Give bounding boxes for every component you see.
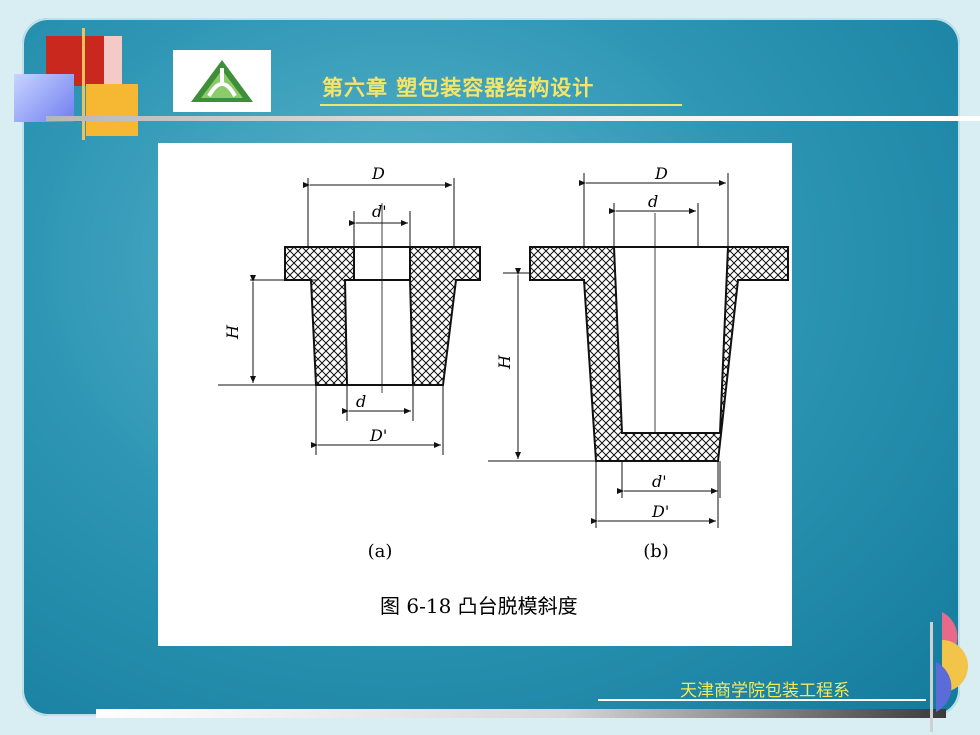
panel-a [284, 203, 481, 393]
footer-underline [598, 699, 926, 701]
decor-blue-square [14, 74, 74, 122]
panel-a-label: (a) [368, 541, 393, 562]
panel-b-label: (b) [643, 541, 669, 562]
decor-vertical-line [82, 28, 85, 140]
panel-a-dim-H: H [223, 324, 242, 340]
decor-yellow-square [86, 84, 138, 136]
logo [173, 50, 271, 112]
bottom-bar [96, 709, 946, 718]
decor-right-shapes [922, 612, 980, 716]
panel-b-dim-d: d [648, 192, 658, 211]
panel-b-dimensions [488, 173, 729, 528]
figure-caption: 图 6-18 凸台脱模斜度 [380, 594, 578, 618]
half-circle-decor-icon [936, 612, 968, 712]
panel-b-cup-wall [529, 246, 789, 462]
panel-b-dim-D: D [654, 164, 668, 183]
panel-a-dim-d: d [356, 392, 366, 411]
panel-b-dim-d-prime: d' [652, 472, 667, 491]
panel-a-right-wall [409, 246, 481, 386]
footer-department: 天津商学院包装工程系 [680, 681, 850, 701]
header-divider [46, 116, 980, 121]
panel-a-dimensions [218, 178, 455, 455]
panel-b [529, 213, 789, 462]
decor-right-vertical-line [930, 622, 933, 732]
panel-b-dim-H: H [495, 354, 514, 370]
draft-angle-diagram: D d' H d D' (a) D d H d' D' (b) 图 [218, 164, 789, 618]
panel-a-left-wall [284, 246, 355, 386]
panel-a-dim-d-prime: d' [372, 202, 387, 221]
panel-a-dim-D: D [371, 164, 385, 183]
panel-b-dim-D-prime: D' [651, 502, 669, 521]
panel-a-dim-D-prime: D' [369, 426, 387, 445]
decor-pink-square [104, 36, 122, 86]
triangle-logo-icon [191, 60, 253, 102]
title-underline [320, 104, 682, 106]
figure-panel: D d' H d D' (a) D d H d' D' (b) 图 [158, 143, 792, 646]
slide-title: 第六章 塑包装容器结构设计 [322, 76, 595, 100]
